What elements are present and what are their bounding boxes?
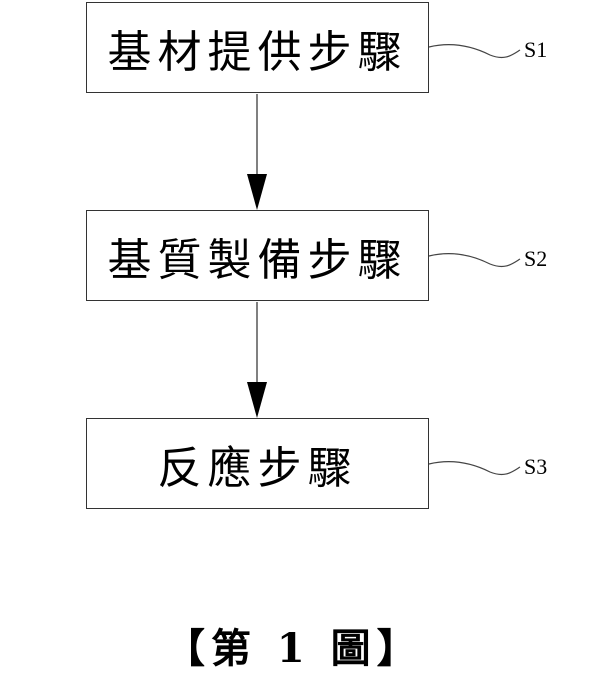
step-label-s3: 反應步驟 (157, 442, 358, 494)
connectors (247, 44, 521, 476)
arrow-s1-s2 (247, 94, 267, 210)
leader-line-s1 (428, 44, 521, 59)
step-label-s2: 基質製備步驟 (107, 234, 408, 286)
leader-line-s2 (428, 253, 521, 268)
step-box-s3: 反應步驟 (86, 418, 429, 509)
step-box-s2: 基質製備步驟 (86, 210, 429, 301)
figure-caption: 【第 1 圖】 (165, 625, 423, 672)
step-id-s2: S2 (524, 246, 548, 271)
step-box-s1: 基材提供步驟 (86, 2, 429, 93)
step-label-s1: 基材提供步驟 (107, 26, 408, 78)
step-id-s1: S1 (524, 37, 548, 62)
step-id-s3: S3 (524, 454, 548, 479)
leader-line-s3 (428, 461, 521, 476)
arrow-s2-s3 (247, 302, 267, 418)
